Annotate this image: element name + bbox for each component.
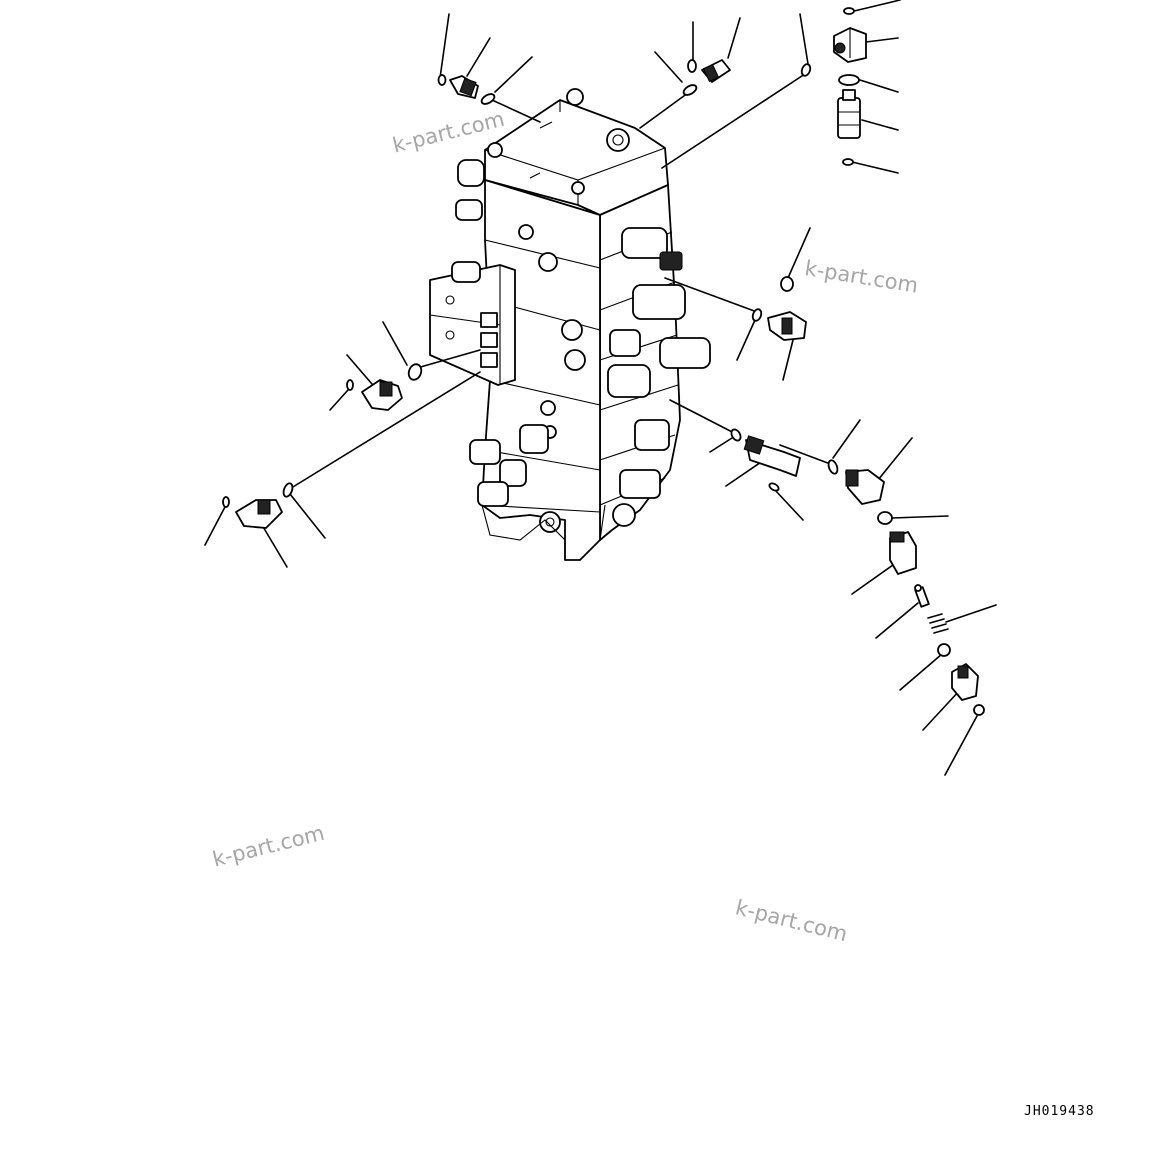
straight-fitting-right [767,311,807,341]
plug-body [889,531,917,575]
control-valve-assembly [429,88,711,561]
tee-block-fitting [833,27,867,63]
fittings-and-seals [222,7,985,716]
connection-lines [204,0,997,776]
spring [927,613,949,634]
straight-fitting-top-left [449,75,479,99]
adjust-screw [951,663,979,701]
pipe-fitting [743,435,801,477]
straight-fitting-top [701,59,731,83]
elbow-fitting-left-upper [361,379,403,411]
drawing-number: JH019438 [1024,1104,1095,1119]
poppet [914,584,930,608]
elbow-fitting-left-lower [235,499,283,529]
elbow-fitting-right-lower [845,469,885,505]
relief-cartridge [837,89,861,139]
